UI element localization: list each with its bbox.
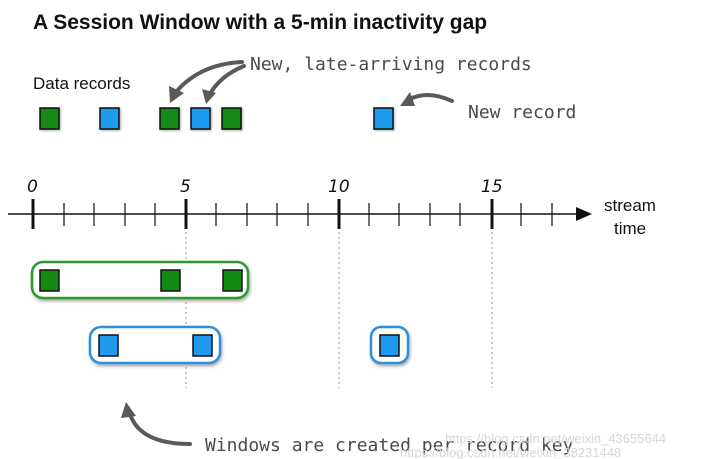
record-blue-new [373, 107, 394, 130]
blue-session-window-1 [88, 325, 222, 365]
diagram-title: A Session Window with a 5-min inactivity… [33, 11, 487, 34]
record-green-late-1 [159, 107, 180, 130]
data-records-row [39, 107, 394, 130]
tick-label-0: 0 [27, 177, 38, 197]
axis-label-time: time [614, 219, 646, 238]
record-green-late-2 [221, 107, 242, 130]
green-session-window [30, 260, 250, 300]
windows-note-annotation: Windows are created per record key [205, 435, 574, 456]
tick-label-15: 15 [481, 177, 503, 197]
data-records-label: Data records [33, 74, 130, 93]
window-record-blue-1 [98, 334, 119, 357]
record-blue-1 [99, 107, 120, 130]
window-record-blue-3 [379, 334, 400, 357]
record-green-1 [39, 107, 60, 130]
watermark-line-2: https://blog.csdn.net/weixin_38231448 [400, 445, 621, 459]
new-record-arrow [400, 92, 454, 106]
late-records-arrow [169, 60, 246, 104]
tick-label-10: 10 [328, 177, 350, 197]
axis-label-stream: stream [604, 196, 656, 215]
blue-session-window-2 [369, 325, 410, 365]
tick-label-5: 5 [180, 177, 191, 197]
watermark-line-1: https://blog.csdn.net/weixin_43655644 [445, 431, 666, 446]
record-blue-late-1 [190, 107, 211, 130]
windows-note-arrow [121, 402, 192, 446]
axis-arrowhead-icon [576, 207, 592, 221]
blue-window-box-1 [88, 325, 222, 365]
late-records-annotation: New, late-arriving records [250, 54, 532, 75]
green-window-box [30, 260, 250, 300]
window-record-green-3 [222, 269, 243, 292]
new-record-annotation: New record [468, 102, 576, 123]
window-record-green-2 [160, 269, 181, 292]
time-axis: 0 5 10 15 stream time [8, 177, 656, 388]
window-record-blue-2 [192, 334, 213, 357]
window-record-green-1 [39, 269, 60, 292]
